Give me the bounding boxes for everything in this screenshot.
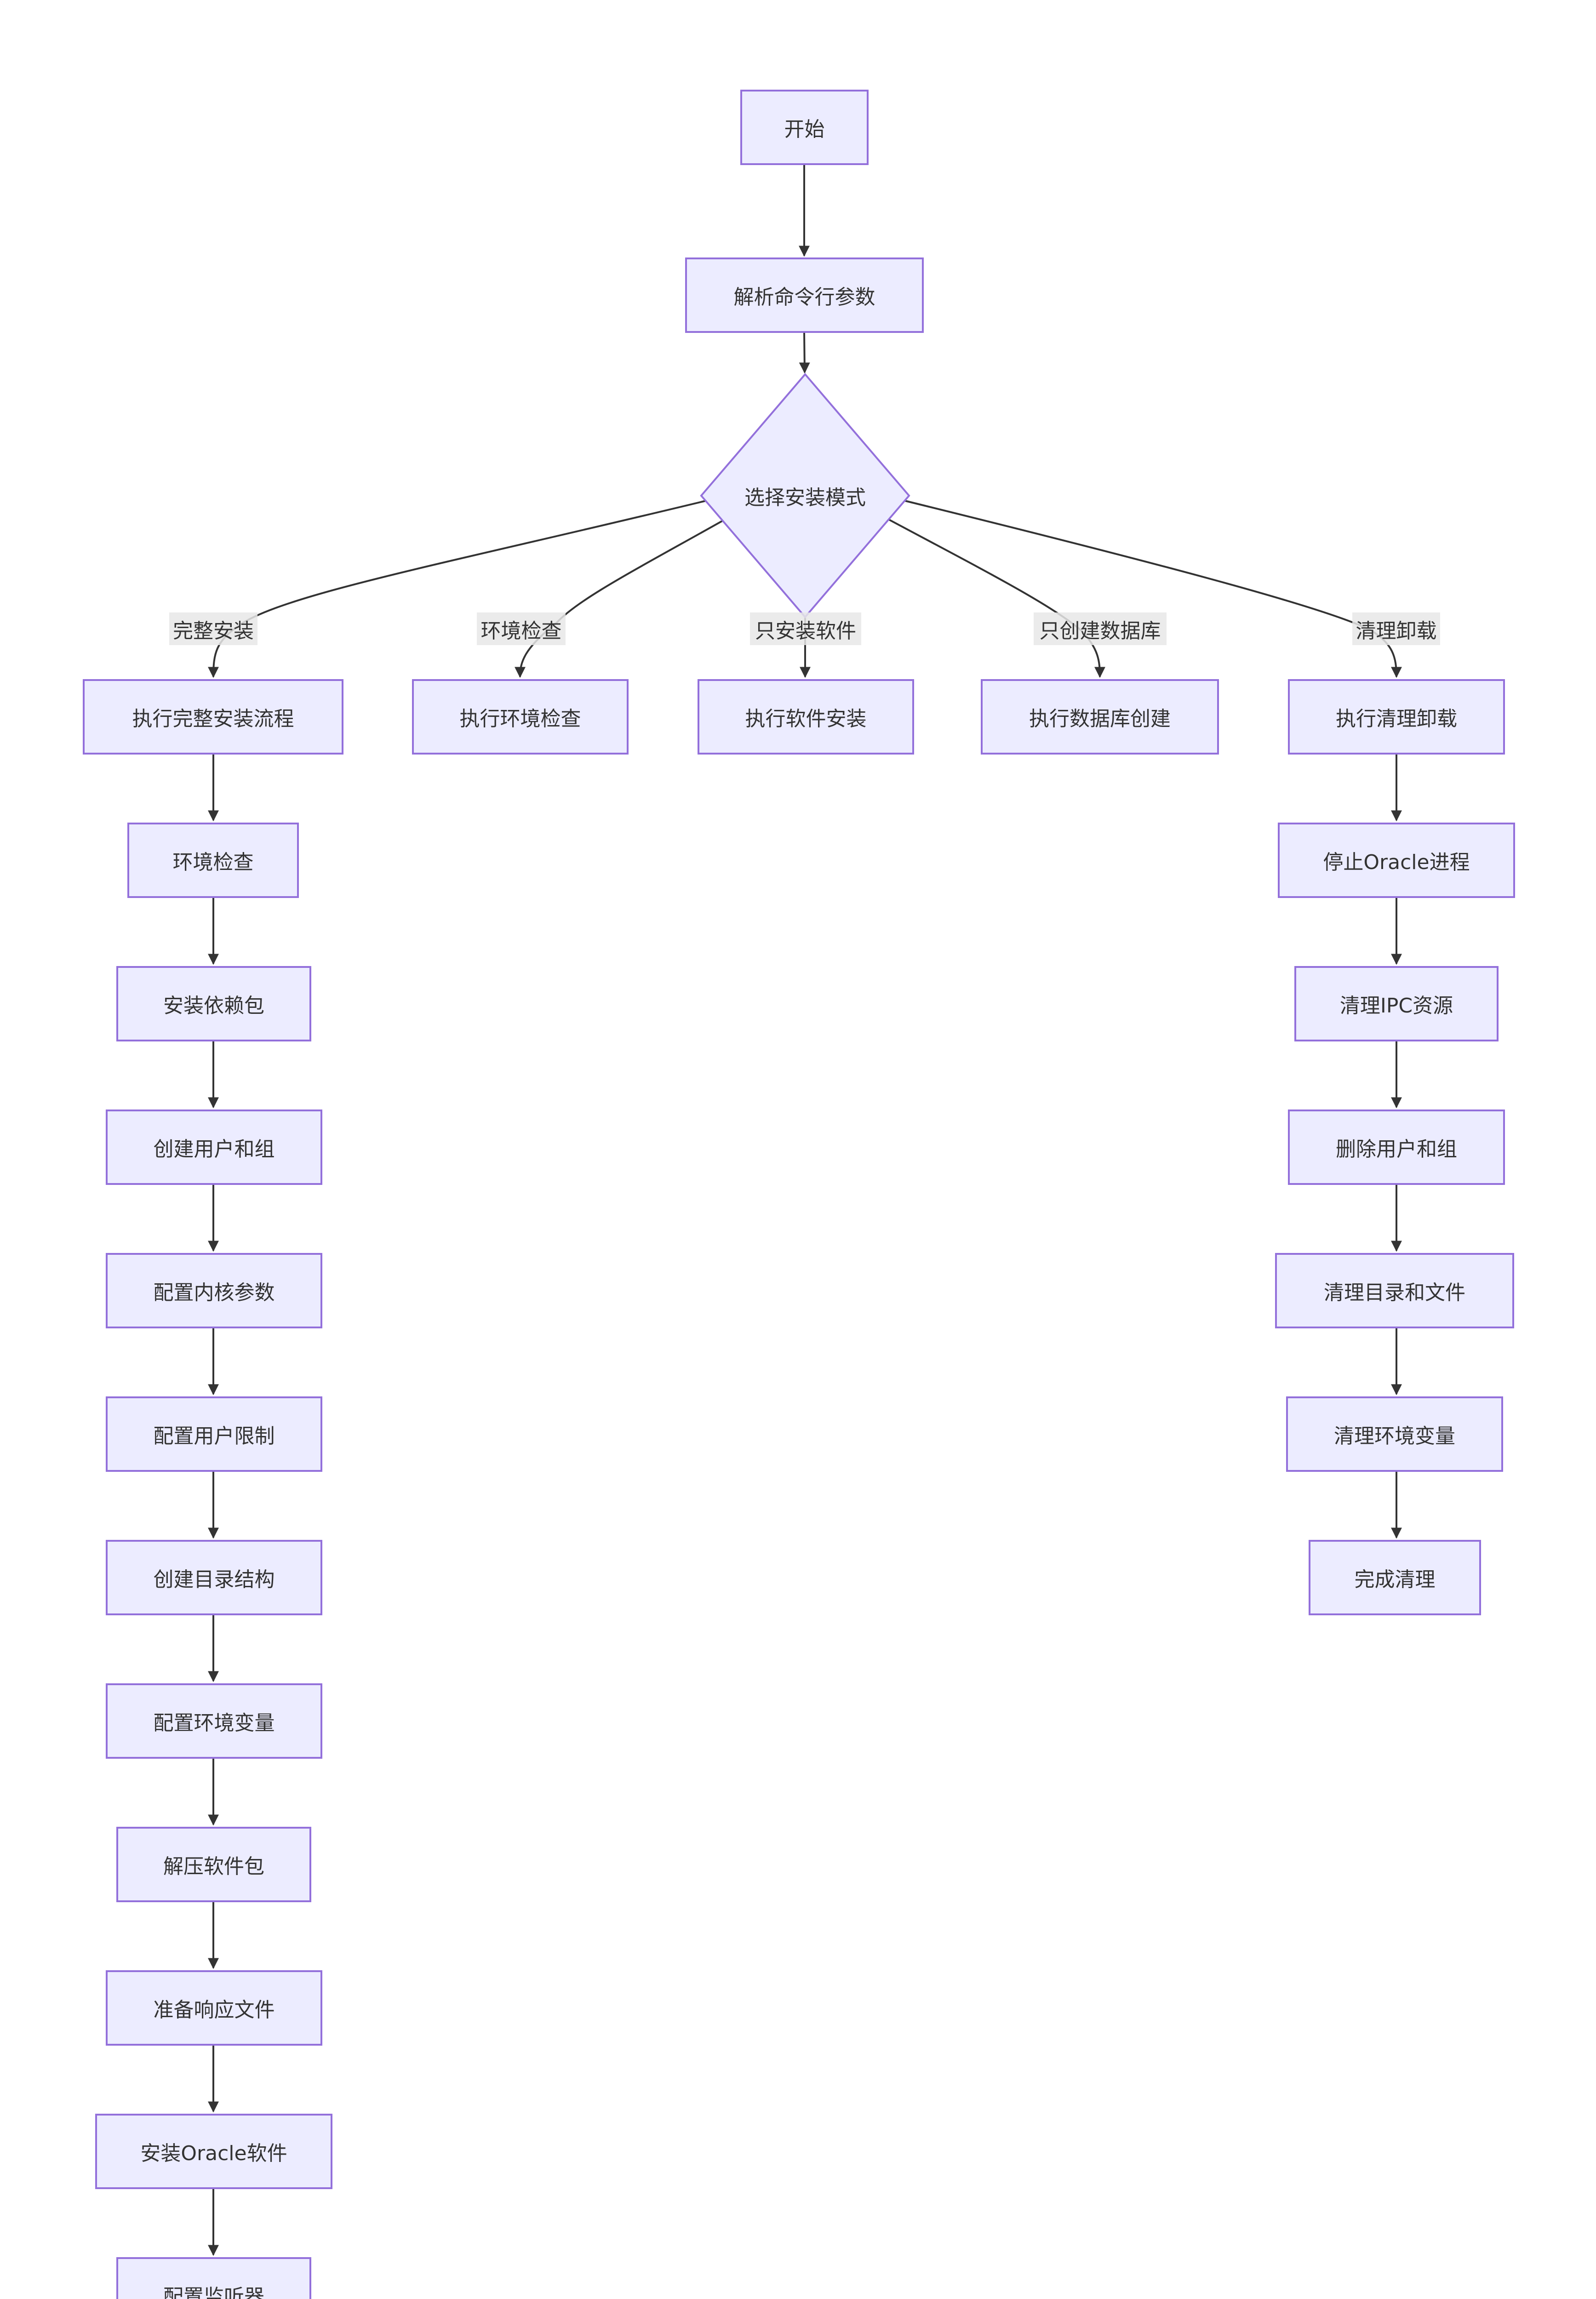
node-label: 清理目录和文件 (1324, 1281, 1465, 1304)
node-label: 执行软件安装 (745, 707, 867, 731)
node-label: 执行完整安装流程 (132, 707, 294, 731)
process-node-f10[interactable]: 安装Oracle软件 (95, 2114, 332, 2189)
decision-node-wrapper[interactable]: 选择安装模式 (701, 374, 909, 617)
edge-label: 清理卸载 (1352, 612, 1440, 645)
node-label: 清理环境变量 (1334, 1424, 1455, 1448)
process-node-f9[interactable]: 准备响应文件 (106, 1970, 322, 2046)
process-node-c3[interactable]: 删除用户和组 (1288, 1109, 1505, 1185)
process-node-c1[interactable]: 停止Oracle进程 (1278, 823, 1515, 898)
edge-label: 只创建数据库 (1034, 612, 1167, 645)
edge-label: 完整安装 (169, 612, 257, 645)
process-node-softonly[interactable]: 执行软件安装 (698, 679, 914, 755)
node-label: 安装依赖包 (163, 994, 264, 1018)
node-label: 环境检查 (172, 851, 254, 874)
process-node-f6[interactable]: 创建目录结构 (106, 1540, 322, 1615)
node-label: 配置监听器 (163, 2285, 264, 2299)
process-node-c4[interactable]: 清理目录和文件 (1275, 1253, 1514, 1328)
edge-parse-to-mode (799, 332, 810, 374)
process-node-f4[interactable]: 配置内核参数 (106, 1253, 322, 1328)
node-label: 配置用户限制 (153, 1424, 275, 1448)
process-node-start[interactable]: 开始 (740, 90, 869, 165)
process-node-c6[interactable]: 完成清理 (1309, 1540, 1481, 1615)
edge-label: 环境检查 (477, 612, 566, 645)
node-label: 配置环境变量 (153, 1711, 275, 1735)
process-node-f8[interactable]: 解压软件包 (116, 1827, 311, 1902)
process-node-full[interactable]: 执行完整安装流程 (83, 679, 343, 755)
edge-mode-to-full (208, 495, 726, 678)
node-label: 停止Oracle进程 (1323, 851, 1470, 874)
process-node-parse[interactable]: 解析命令行参数 (685, 257, 924, 333)
node-label: 创建用户和组 (153, 1138, 275, 1161)
node-label: 创建目录结构 (153, 1568, 275, 1591)
process-node-envcheck[interactable]: 执行环境检查 (412, 679, 629, 755)
node-label: 解析命令行参数 (733, 286, 875, 309)
process-node-c2[interactable]: 清理IPC资源 (1294, 966, 1499, 1041)
process-node-f2[interactable]: 安装依赖包 (116, 966, 311, 1041)
edge-mode-to-dbonly (871, 509, 1105, 678)
process-node-f11[interactable]: 配置监听器 (116, 2257, 311, 2299)
node-label: 解压软件包 (163, 1855, 264, 1878)
process-node-f1[interactable]: 环境检查 (127, 823, 299, 898)
node-label: 准备响应文件 (153, 1998, 275, 2022)
node-label: 执行数据库创建 (1029, 707, 1171, 731)
process-node-dbonly[interactable]: 执行数据库创建 (981, 679, 1219, 755)
edge-mode-to-envcheck (515, 510, 740, 678)
edge-label: 只安装软件 (750, 612, 861, 645)
process-node-f7[interactable]: 配置环境变量 (106, 1683, 322, 1759)
decision-label: 选择安装模式 (744, 486, 866, 509)
node-label: 配置内核参数 (153, 1281, 275, 1304)
edge-mode-to-cleanup (886, 495, 1402, 678)
node-label: 删除用户和组 (1336, 1138, 1457, 1161)
process-node-f3[interactable]: 创建用户和组 (106, 1109, 322, 1185)
node-label: 安装Oracle软件 (140, 2142, 287, 2165)
node-label: 清理IPC资源 (1339, 994, 1453, 1018)
node-label: 开始 (784, 118, 825, 141)
process-node-cleanup[interactable]: 执行清理卸载 (1288, 679, 1505, 755)
process-node-c5[interactable]: 清理环境变量 (1286, 1396, 1503, 1472)
node-label: 完成清理 (1354, 1568, 1436, 1591)
process-node-f5[interactable]: 配置用户限制 (106, 1396, 322, 1472)
node-label: 执行清理卸载 (1336, 707, 1457, 731)
node-label: 执行环境检查 (459, 707, 581, 731)
